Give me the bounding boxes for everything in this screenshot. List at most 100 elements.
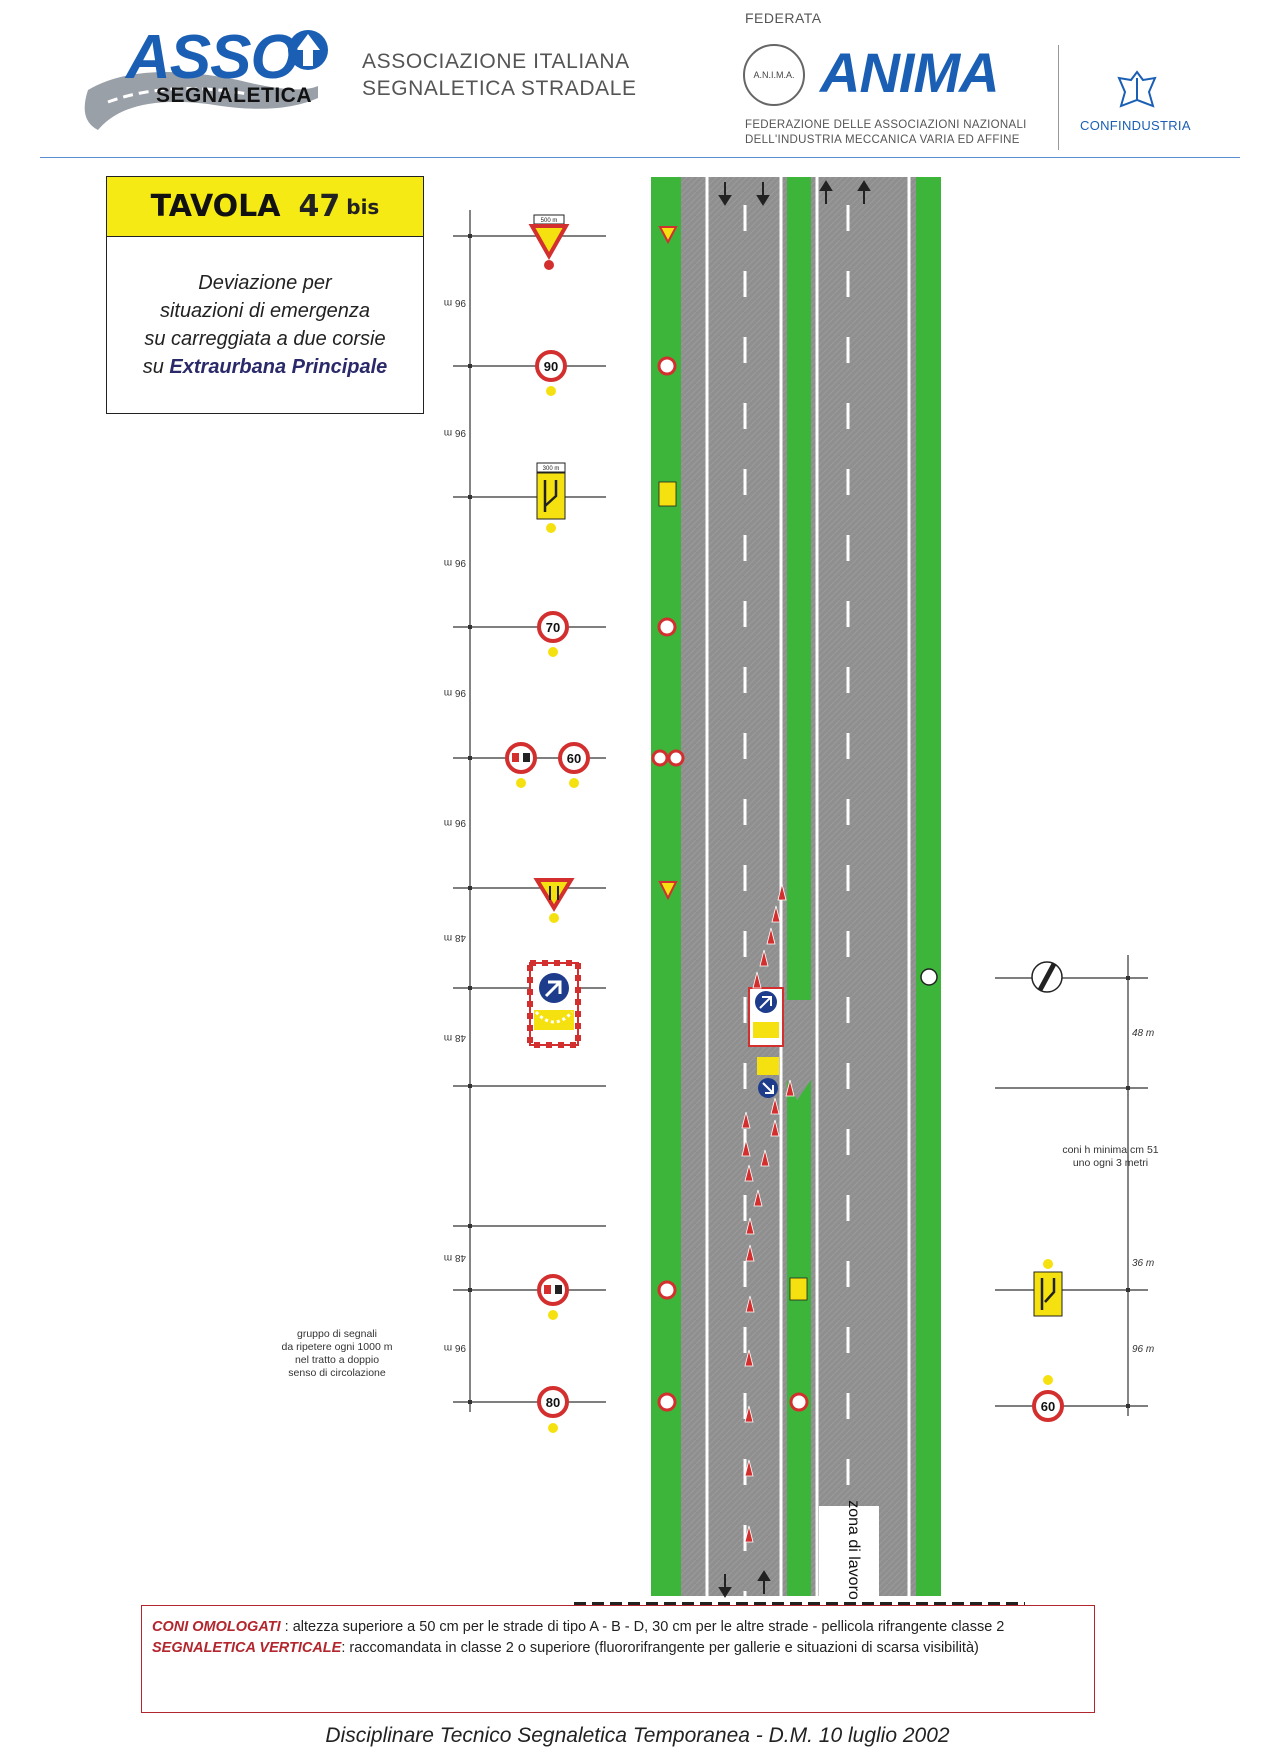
left-distance-3: 96 m xyxy=(444,557,466,568)
flasher-light-icon xyxy=(549,913,559,923)
verge-panel-icon xyxy=(658,481,677,507)
coni-label: CONI OMOLOGATI xyxy=(152,1619,281,1635)
segnaletica-note: SEGNALETICA VERTICALE: raccomandata in c… xyxy=(152,1638,1084,1659)
header-rule xyxy=(40,157,1240,158)
flasher-light-icon xyxy=(548,1423,558,1433)
anima-federation-text: FEDERAZIONE DELLE ASSOCIAZIONI NAZIONALI… xyxy=(745,118,1027,148)
verge-prohibition-icon xyxy=(657,1280,677,1300)
desc-line4-prefix: su xyxy=(142,356,170,378)
road-swoosh-icon xyxy=(84,30,328,130)
speed-90-label: 90 xyxy=(544,359,558,374)
left-stations xyxy=(453,210,606,1412)
flasher-light-icon xyxy=(569,778,579,788)
lane-arrows-icon xyxy=(543,480,558,512)
verge-give-way-icon xyxy=(658,226,678,245)
verge-prohibition-icon xyxy=(657,617,677,637)
group-note-line3: nel tratto a doppio xyxy=(294,1354,380,1366)
group-note-line2: da ripetere ogni 1000 m xyxy=(281,1341,393,1353)
group-signs-note: gruppo di segnali da ripetere ogni 1000 … xyxy=(262,1328,412,1380)
desc-line3: su carreggiata a due corsie xyxy=(144,328,386,350)
central-median xyxy=(787,177,811,1596)
median-panel-icon xyxy=(789,1277,808,1301)
association-name-line2: SEGNALETICA STRADALE xyxy=(362,77,637,100)
flasher-light-icon xyxy=(546,386,556,396)
anima-fed-line1: FEDERAZIONE DELLE ASSOCIAZIONI NAZIONALI xyxy=(745,119,1027,131)
left-distance-5: 96 m xyxy=(444,817,466,828)
speed-80-label: 80 xyxy=(546,1395,560,1410)
lane-reduction-sign-300m: 300 m xyxy=(536,462,566,533)
left-distance-1: 96 m xyxy=(444,297,466,308)
speed-limit-90-sign: 90 xyxy=(535,350,567,396)
segnaletica-label: SEGNALETICA VERTICALE xyxy=(152,1640,342,1656)
left-distance-9: 96 m xyxy=(444,1342,466,1353)
title-band: TAVOLA 47 bis xyxy=(107,177,423,237)
left-station-ticks xyxy=(468,234,472,1404)
plate-500m-label: 500 m xyxy=(541,218,558,224)
verge-end-restriction-icon xyxy=(920,968,938,986)
asso-segnaletica-logo: ASSO SEGNALETICA xyxy=(78,20,328,140)
work-zone-box xyxy=(819,1506,879,1596)
right-stations xyxy=(995,955,1148,1416)
left-distance-2: 96 m xyxy=(444,427,466,438)
verge-give-way-icon xyxy=(658,881,678,901)
title-box: TAVOLA 47 bis Deviazione per situazioni … xyxy=(106,176,424,414)
left-distance-6: 48 m xyxy=(444,932,466,943)
confindustria-wordmark: CONFINDUSTRIA xyxy=(1080,118,1191,133)
anima-wordmark: ANIMA xyxy=(820,41,1000,104)
confindustria-eagle-icon xyxy=(1117,70,1157,108)
left-distance-7: 48 m xyxy=(444,1032,466,1043)
coni-note: CONI OMOLOGATI : altezza superiore a 50 … xyxy=(152,1617,1084,1638)
verge-prohibition-icon xyxy=(667,749,685,767)
tavola-number: 47 xyxy=(298,189,341,224)
speed-limit-60-sign-right: 60 xyxy=(1032,1375,1064,1422)
no-overtaking-sign xyxy=(505,742,537,788)
traffic-cones xyxy=(741,883,795,1543)
speed-70-label: 70 xyxy=(546,620,560,635)
speed-limit-80-sign: 80 xyxy=(537,1386,569,1433)
segnaletica-wordmark: SEGNALETICA xyxy=(156,84,313,107)
flasher-light-icon xyxy=(544,260,554,270)
right-distance-1: 48 m xyxy=(1132,1028,1154,1039)
anima-seal-icon: A.N.I.M.A. xyxy=(743,44,805,106)
median-prohibition-icon xyxy=(789,1392,809,1412)
left-distance-4: 96 m xyxy=(444,687,466,698)
tavola-suffix: bis xyxy=(346,194,380,219)
lane-arrows-icon xyxy=(1040,1278,1056,1310)
anima-fed-line2: DELL'INDUSTRIA MECCANICA VARIA ED AFFINE xyxy=(745,134,1020,146)
cones-note-line1: coni h minima cm 51 xyxy=(1062,1144,1159,1156)
right-station-ticks xyxy=(1126,976,1130,1408)
flasher-light-icon xyxy=(1043,1375,1053,1385)
two-way-traffic-sign xyxy=(533,878,575,923)
disciplinare-footer: Disciplinare Tecnico Segnaletica Tempora… xyxy=(325,1724,950,1747)
asso-wordmark: ASSO xyxy=(126,23,299,92)
speed-60-right-label: 60 xyxy=(1041,1399,1055,1414)
group-note-line1: gruppo di segnali xyxy=(297,1328,377,1340)
group-note-line4: senso di circolazione xyxy=(288,1367,386,1379)
header-divider xyxy=(1058,45,1059,150)
flasher-light-icon xyxy=(548,1310,558,1320)
no-overtaking-sign-lower xyxy=(537,1274,569,1320)
desc-line1: Deviazione per xyxy=(198,272,332,294)
plate-300m-label: 300 m xyxy=(543,466,560,472)
flasher-light-icon xyxy=(516,778,526,788)
give-way-sign-500m: 500 m xyxy=(528,214,570,270)
direction-arrows xyxy=(718,180,871,1598)
median-crossover-north xyxy=(787,1000,811,1100)
flasher-light-icon xyxy=(548,647,558,657)
in-road-diversion-panel xyxy=(748,987,784,1098)
right-distance-labels: 48 m 36 m 96 m xyxy=(1132,1028,1154,1355)
federata-label: FEDERATA xyxy=(745,10,822,26)
tavola-label: TAVOLA xyxy=(150,189,281,224)
right-distance-2: 36 m xyxy=(1132,1258,1154,1269)
left-carriageway xyxy=(681,177,787,1596)
desc-line4: su Extraurbana Principale xyxy=(107,353,423,381)
association-name-line1: ASSOCIAZIONE ITALIANA xyxy=(362,50,630,73)
association-name: ASSOCIAZIONE ITALIANA SEGNALETICA STRADA… xyxy=(362,48,637,102)
segnaletica-text: : raccomandata in classe 2 o superiore (… xyxy=(341,1640,979,1656)
tavola-description: Deviazione per situazioni di emergenza s… xyxy=(107,269,423,381)
speed-limit-60-sign: 60 xyxy=(558,742,590,788)
desc-line4-bold: Extraurbana Principale xyxy=(169,356,388,378)
left-distance-labels: 96 m 96 m 96 m 96 m 96 m 48 m 48 m 48 m … xyxy=(444,297,466,1353)
coni-text: : altezza superiore a 50 cm per le strad… xyxy=(280,1619,1005,1635)
